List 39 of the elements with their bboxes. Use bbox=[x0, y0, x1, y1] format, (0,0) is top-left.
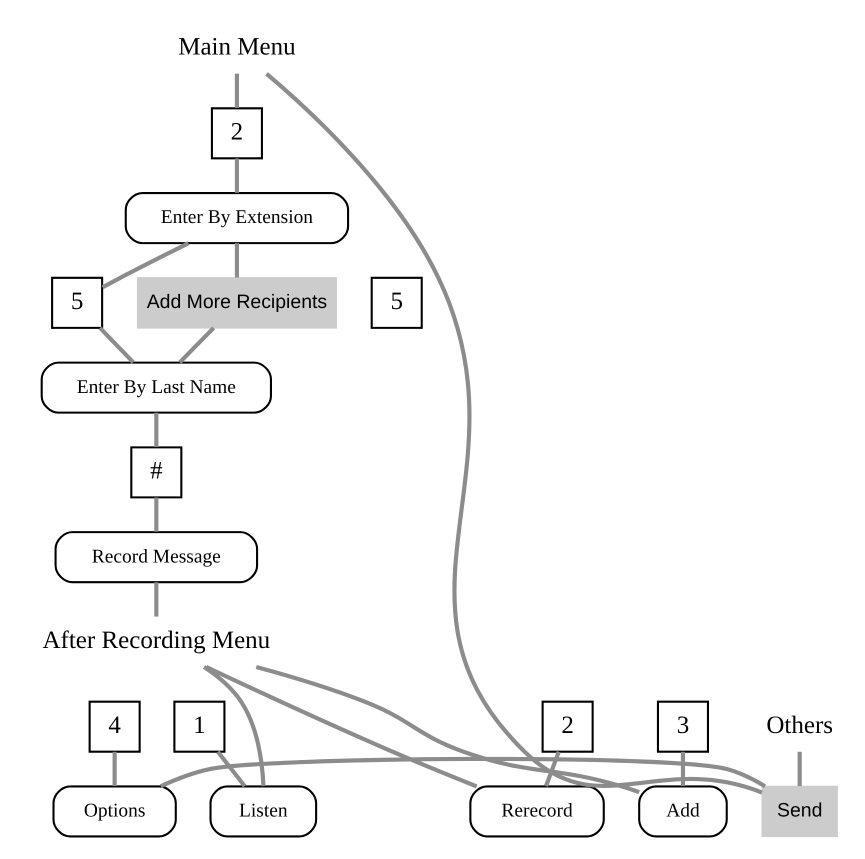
node-box: Rerecord bbox=[469, 784, 605, 837]
connector bbox=[798, 751, 802, 786]
node-box: Enter By Extension bbox=[124, 192, 350, 244]
connector bbox=[234, 158, 239, 192]
node-box: 2 bbox=[542, 700, 594, 752]
node-box: # bbox=[130, 446, 182, 498]
node-box: Record Message bbox=[54, 530, 258, 583]
connector bbox=[178, 326, 216, 364]
connector bbox=[216, 750, 246, 787]
connector bbox=[234, 242, 239, 278]
node-box: 5 bbox=[370, 276, 423, 328]
connector bbox=[205, 664, 478, 788]
connector bbox=[102, 240, 190, 289]
node-box: 1 bbox=[173, 700, 226, 752]
connector bbox=[256, 664, 640, 794]
node-box: Add More Recipients bbox=[136, 276, 337, 328]
node-box: Add bbox=[638, 784, 728, 837]
node-box: Listen bbox=[209, 784, 318, 837]
connector bbox=[265, 72, 763, 794]
connector bbox=[154, 497, 158, 532]
connector bbox=[98, 326, 135, 364]
connector bbox=[154, 582, 158, 616]
node-box: 3 bbox=[656, 700, 710, 752]
node-box: Options bbox=[52, 784, 177, 837]
connector bbox=[202, 664, 266, 786]
connector bbox=[160, 756, 766, 788]
node-box: 5 bbox=[51, 276, 104, 328]
node-box: Send bbox=[761, 785, 838, 837]
node-box: Enter By Last Name bbox=[40, 361, 272, 414]
connector bbox=[680, 751, 686, 786]
node-text: After Recording Menu bbox=[42, 626, 270, 654]
connector bbox=[154, 412, 158, 447]
connector bbox=[234, 73, 239, 108]
node-box: 4 bbox=[88, 700, 141, 752]
connector bbox=[112, 751, 117, 786]
node-text: Others bbox=[766, 711, 834, 738]
node-text: Main Menu bbox=[178, 33, 296, 60]
node-box: 2 bbox=[210, 106, 263, 159]
connector bbox=[544, 750, 561, 786]
